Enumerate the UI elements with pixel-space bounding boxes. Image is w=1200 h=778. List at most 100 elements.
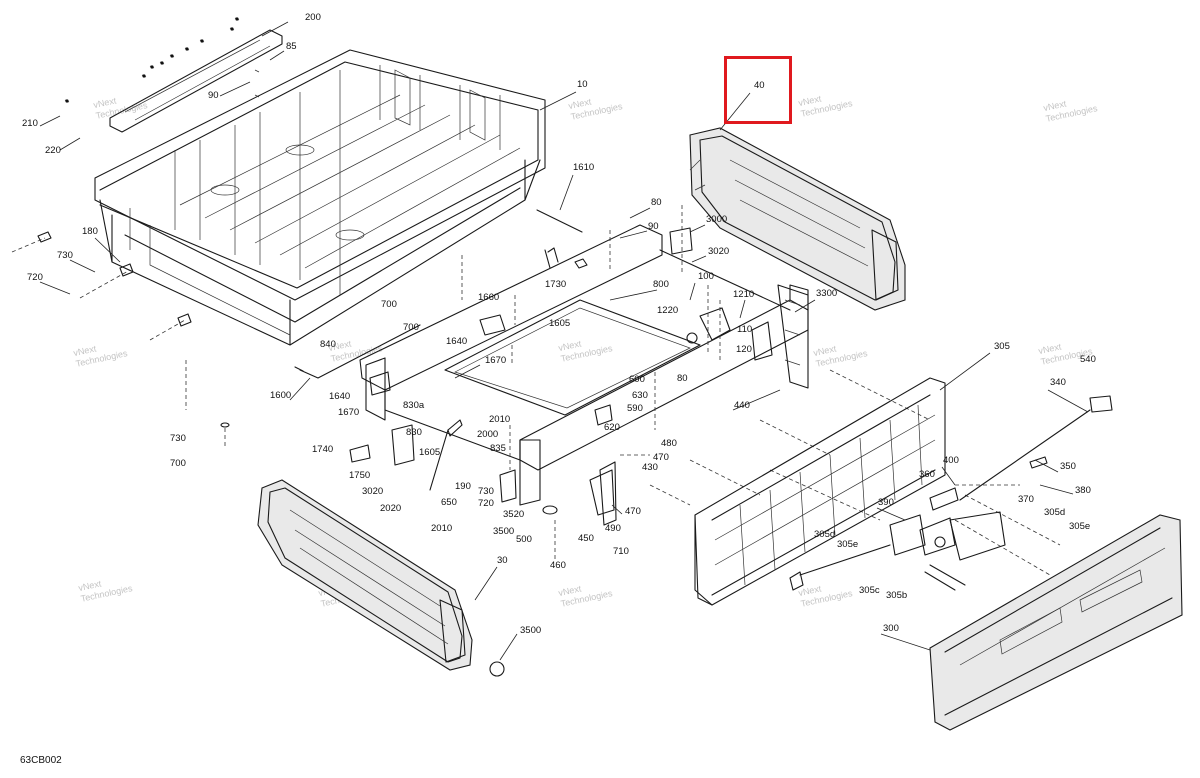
callout-305d[interactable]: 305d [814, 529, 835, 540]
tailgate-outer-part[interactable] [929, 514, 1183, 731]
callout-350[interactable]: 350 [1060, 461, 1076, 472]
callout-2020[interactable]: 2020 [380, 503, 401, 514]
callout-835[interactable]: 835 [490, 443, 506, 454]
callout-720[interactable]: 720 [478, 498, 494, 509]
callout-1670[interactable]: 1670 [485, 355, 506, 366]
callout-1210[interactable]: 1210 [733, 289, 754, 300]
callout-2000[interactable]: 2000 [477, 429, 498, 440]
callout-380[interactable]: 380 [1075, 485, 1091, 496]
support-bars[interactable] [294, 209, 588, 379]
callout-1660[interactable]: 1660 [478, 292, 499, 303]
callout-40[interactable]: 40 [754, 80, 765, 91]
callout-2010[interactable]: 2010 [431, 523, 452, 534]
callout-3500[interactable]: 3500 [493, 526, 514, 537]
cargo-box-part[interactable] [94, 49, 546, 346]
callout-1750[interactable]: 1750 [349, 470, 370, 481]
callout-90[interactable]: 90 [648, 221, 659, 232]
callout-470[interactable]: 470 [653, 452, 669, 463]
callout-80[interactable]: 80 [677, 373, 688, 384]
callout-120[interactable]: 120 [736, 344, 752, 355]
callout-3020[interactable]: 3020 [362, 486, 383, 497]
callout-700[interactable]: 700 [381, 299, 397, 310]
callout-730[interactable]: 730 [57, 250, 73, 261]
callout-300[interactable]: 300 [883, 623, 899, 634]
callout-730[interactable]: 730 [478, 486, 494, 497]
callout-830[interactable]: 830 [406, 427, 422, 438]
callout-1640[interactable]: 1640 [446, 336, 467, 347]
latch-assembly[interactable] [789, 487, 1006, 591]
svg-text:vNext: vNext [73, 343, 98, 358]
callout-3520[interactable]: 3520 [503, 509, 524, 520]
callout-305d[interactable]: 305d [1044, 507, 1065, 518]
callout-500[interactable]: 500 [516, 534, 532, 545]
callout-3300[interactable]: 3300 [816, 288, 837, 299]
callout-10[interactable]: 10 [577, 79, 588, 90]
callout-100[interactable]: 100 [698, 271, 714, 282]
callout-710[interactable]: 710 [613, 546, 629, 557]
callout-650[interactable]: 650 [441, 497, 457, 508]
callout-830a[interactable]: 830a [403, 400, 425, 411]
callout-200[interactable]: 200 [305, 12, 321, 23]
callout-190[interactable]: 190 [455, 481, 471, 492]
callout-220[interactable]: 220 [45, 145, 61, 156]
callout-305e[interactable]: 305e [837, 539, 858, 550]
top-rail-part[interactable] [109, 29, 283, 133]
center-hardware[interactable] [349, 227, 773, 526]
callout-390[interactable]: 390 [878, 497, 894, 508]
callout-370[interactable]: 370 [1018, 494, 1034, 505]
callout-600[interactable]: 600 [629, 374, 645, 385]
callout-30[interactable]: 30 [497, 555, 508, 566]
callout-1740[interactable]: 1740 [312, 444, 333, 455]
callout-470[interactable]: 470 [625, 506, 641, 517]
callout-2010[interactable]: 2010 [489, 414, 510, 425]
cap-3500-part[interactable] [489, 661, 505, 677]
callout-480[interactable]: 480 [661, 438, 677, 449]
side-panel-40-part[interactable] [689, 127, 906, 311]
callout-590[interactable]: 590 [627, 403, 643, 414]
callout-3500[interactable]: 3500 [520, 625, 541, 636]
frame-assembly-part[interactable] [359, 224, 809, 506]
callout-460[interactable]: 460 [550, 560, 566, 571]
callout-305e[interactable]: 305e [1069, 521, 1090, 532]
callout-80[interactable]: 80 [651, 197, 662, 208]
callout-700[interactable]: 700 [403, 322, 419, 333]
callout-1730[interactable]: 1730 [545, 279, 566, 290]
callout-85[interactable]: 85 [286, 41, 297, 52]
callout-1220[interactable]: 1220 [657, 305, 678, 316]
callout-340[interactable]: 340 [1050, 377, 1066, 388]
callout-400[interactable]: 400 [943, 455, 959, 466]
callout-305b[interactable]: 305b [886, 590, 907, 601]
callout-1610[interactable]: 1610 [573, 162, 594, 173]
callout-430[interactable]: 430 [642, 462, 658, 473]
callout-840[interactable]: 840 [320, 339, 336, 350]
callout-305c[interactable]: 305c [859, 585, 880, 596]
callout-305[interactable]: 305 [994, 341, 1010, 352]
callout-1605[interactable]: 1605 [549, 318, 570, 329]
side-panel-30-part[interactable] [257, 479, 473, 671]
callout-90[interactable]: 90 [208, 90, 219, 101]
callout-360[interactable]: 360 [919, 469, 935, 480]
callout-3020[interactable]: 3020 [708, 246, 729, 257]
callout-1605[interactable]: 1605 [419, 447, 440, 458]
cable-340-part[interactable] [959, 395, 1113, 501]
callout-540[interactable]: 540 [1080, 354, 1096, 365]
callout-440[interactable]: 440 [734, 400, 750, 411]
callout-730[interactable]: 730 [170, 433, 186, 444]
callout-720[interactable]: 720 [27, 272, 43, 283]
callout-110[interactable]: 110 [737, 324, 752, 335]
callout-630[interactable]: 630 [632, 390, 648, 401]
callout-450[interactable]: 450 [578, 533, 594, 544]
callout-210[interactable]: 210 [22, 118, 38, 129]
callout-3000[interactable]: 3000 [706, 214, 727, 225]
callout-180[interactable]: 180 [82, 226, 98, 237]
callout-700[interactable]: 700 [170, 458, 186, 469]
callout-1640[interactable]: 1640 [329, 391, 350, 402]
tailgate-inner-part[interactable] [694, 377, 946, 606]
callout-800[interactable]: 800 [653, 279, 669, 290]
callout-490[interactable]: 490 [605, 523, 621, 534]
callout-620[interactable]: 620 [604, 422, 620, 433]
callout-1670[interactable]: 1670 [338, 407, 359, 418]
callout-1600[interactable]: 1600 [270, 390, 291, 401]
